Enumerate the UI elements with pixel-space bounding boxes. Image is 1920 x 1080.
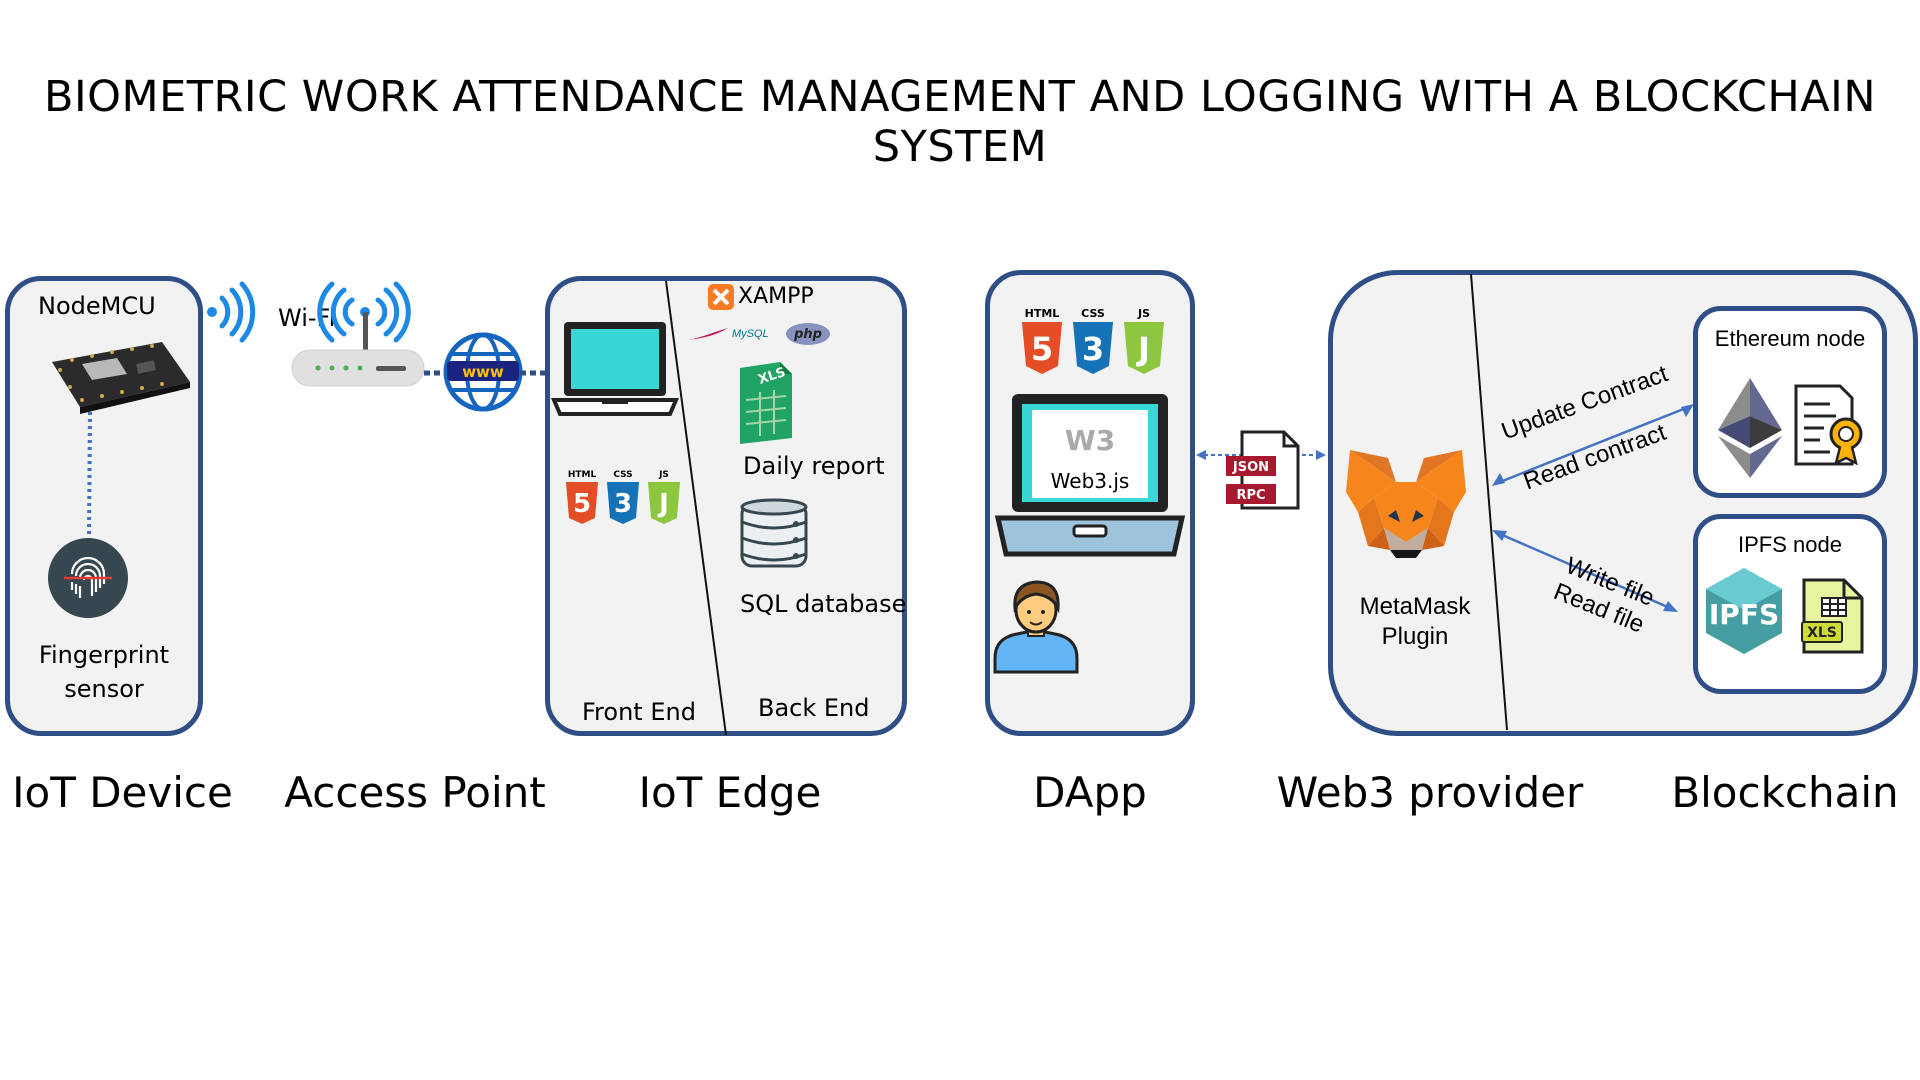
iot-device-caption: IoT Device (12, 768, 233, 817)
svg-text:3: 3 (1082, 330, 1104, 368)
excel-sheet-icon: XLS (740, 362, 792, 444)
ethereum-node-panel (1693, 306, 1887, 498)
nodemcu-label: NodeMCU (38, 292, 156, 320)
back-end-label: Back End (758, 694, 870, 722)
xampp-logo-icon (708, 284, 734, 310)
svg-text:5: 5 (573, 489, 591, 519)
signal-waves-icon (207, 281, 256, 343)
blockchain-caption: Blockchain (1671, 768, 1899, 817)
svg-text:J: J (657, 489, 669, 519)
dapp-js-tag: JS (1137, 307, 1150, 320)
html-tag: HTML (568, 470, 597, 480)
contract-double-arrow (1492, 404, 1694, 486)
smart-contract-icon (1794, 384, 1863, 466)
wifi-router-icon (291, 281, 425, 387)
provider-divider-line (1470, 273, 1508, 731)
css-tag: CSS (613, 470, 632, 480)
sql-database-label: SQL database (740, 590, 907, 618)
xampp-label: XAMPP (738, 284, 814, 309)
fingerprint-icon (48, 538, 128, 618)
dapp-html-tag: HTML (1025, 307, 1060, 320)
front-end-label: Front End (582, 698, 696, 726)
ethereum-logo-icon (1718, 378, 1782, 478)
user-avatar-icon (993, 580, 1079, 674)
fingerprint-label: Fingerprint sensor (38, 641, 170, 703)
dapp-css-tag: CSS (1081, 307, 1105, 320)
diagram-title: BIOMETRIC WORK ATTENDANCE MANAGEMENT AND… (43, 72, 1877, 172)
edge-divider-line (665, 280, 727, 736)
web3js-label: Web3.js (1051, 469, 1130, 493)
metamask-fox-icon (1346, 450, 1466, 558)
php-text: php (793, 327, 822, 342)
svg-text:5: 5 (1031, 330, 1053, 368)
dapp-laptop-icon: W3 Web3.js (994, 394, 1186, 557)
apache-feather-icon (688, 328, 728, 340)
svg-text:W3: W3 (1065, 424, 1115, 457)
ethereum-node-label: Ethereum node (1714, 326, 1866, 351)
php-logo-icon: php (786, 323, 830, 345)
ipfs-logo-icon: IPFS (1706, 568, 1782, 654)
access-point-caption: Access Point (284, 768, 546, 817)
svg-text:J: J (1136, 330, 1150, 368)
database-icon (740, 498, 808, 568)
xls-file-icon: XLS (1801, 578, 1864, 654)
nodemcu-board-icon (52, 342, 190, 414)
ipfs-node-label: IPFS node (1738, 532, 1842, 557)
svg-text:3: 3 (614, 489, 632, 519)
js-tag: JS (658, 470, 669, 480)
ipfs-logo-text: IPFS (1709, 598, 1779, 631)
front-end-badges-icon: HTML CSS JS 5 3 J (566, 470, 680, 524)
laptop-icon (550, 322, 680, 416)
json-rpc-document-icon: JSON RPC (1226, 430, 1300, 510)
rpc-tag: RPC (1236, 488, 1265, 503)
dapp-badges-icon: HTML CSS JS 5 3 J (1022, 307, 1164, 374)
file-double-arrow (1492, 530, 1678, 612)
dapp-caption: DApp (1033, 768, 1147, 817)
globe-www-icon: www (443, 332, 523, 412)
connection-dotted-line (87, 411, 92, 541)
metamask-label: MetaMask Plugin (1359, 593, 1471, 650)
mysql-logo: MySQL (732, 328, 769, 340)
daily-report-label: Daily report (743, 452, 885, 480)
web3-provider-caption: Web3 provider (1276, 768, 1584, 817)
www-text: www (462, 363, 504, 381)
json-tag: JSON (1232, 460, 1269, 475)
wifi-label: Wi-Fi (278, 304, 336, 332)
xls-file-text: XLS (1807, 625, 1837, 641)
iot-edge-caption: IoT Edge (638, 768, 822, 817)
